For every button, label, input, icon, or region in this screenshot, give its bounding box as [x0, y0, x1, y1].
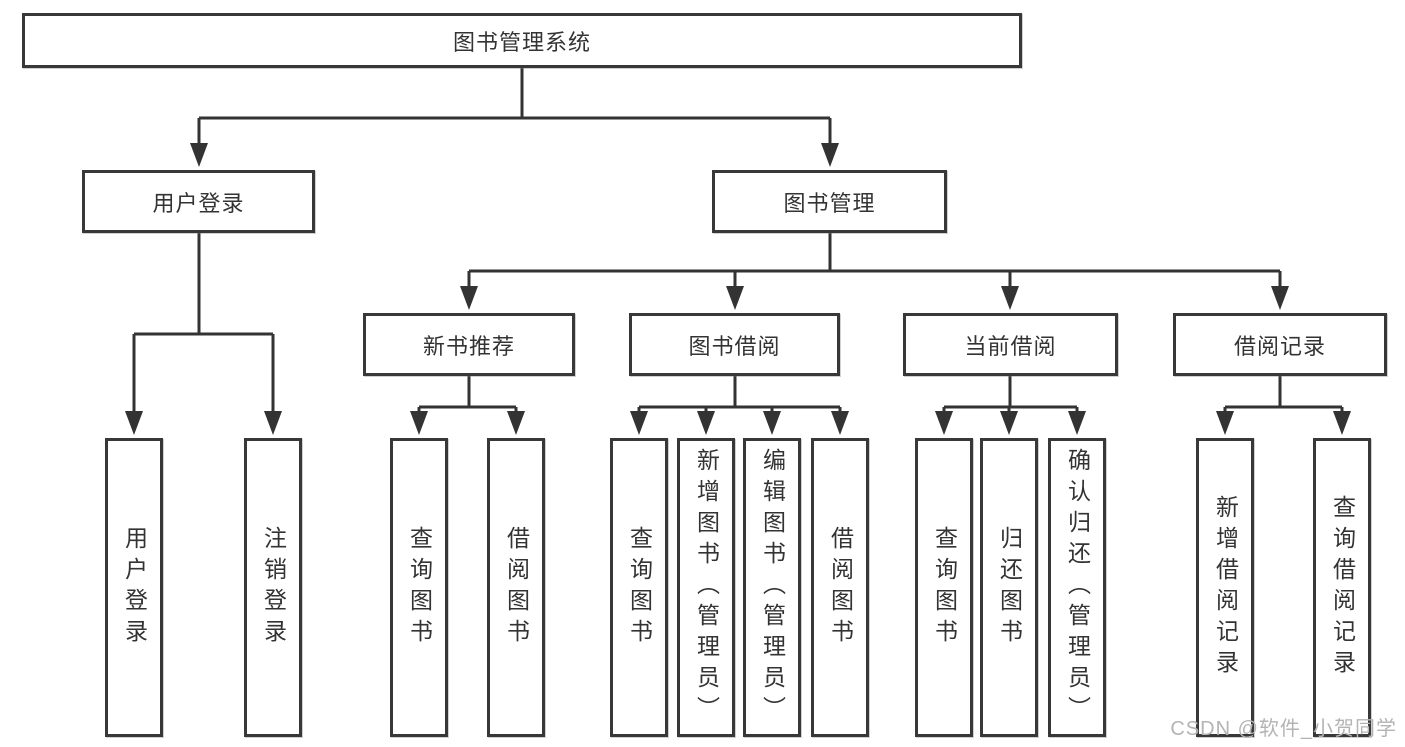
node-new-book-recommend: 新书推荐: [363, 313, 575, 376]
leaf-recommend-query-books-label: 查询图书: [406, 525, 433, 650]
leaf-recommend-borrow-books: 借阅图书: [487, 438, 545, 737]
leaf-recommend-borrow-books-label: 借阅图书: [503, 525, 530, 650]
leaf-logout: 注销登录: [244, 438, 302, 737]
leaf-return-books-label: 归还图书: [996, 525, 1023, 650]
leaf-current-query-books-label: 查询图书: [931, 525, 958, 650]
leaf-query-borrow-record-label: 查询借阅记录: [1329, 494, 1356, 681]
node-current-borrow: 当前借阅: [903, 313, 1118, 376]
leaf-user-login-label: 用户登录: [121, 525, 148, 650]
leaf-add-books-admin-label: 新增图书（管理员）: [693, 448, 720, 727]
leaf-add-borrow-record-label: 新增借阅记录: [1212, 494, 1239, 681]
connector-arrowheads: [125, 143, 1351, 435]
leaf-add-borrow-record: 新增借阅记录: [1196, 438, 1254, 737]
leaf-edit-books-admin: 编辑图书（管理员）: [743, 438, 801, 737]
connector-paths: [132, 68, 1344, 413]
leaf-borrow-query-books: 查询图书: [610, 438, 668, 737]
leaf-recommend-query-books: 查询图书: [390, 438, 448, 737]
leaf-add-books-admin: 新增图书（管理员）: [677, 438, 735, 737]
leaf-borrow-books-label: 借阅图书: [827, 525, 854, 650]
leaf-logout-label: 注销登录: [260, 525, 287, 650]
node-book-borrow: 图书借阅: [629, 313, 840, 376]
leaf-current-query-books: 查询图书: [915, 438, 973, 737]
leaf-query-borrow-record: 查询借阅记录: [1313, 438, 1371, 737]
leaf-user-login: 用户登录: [105, 438, 163, 737]
leaf-edit-books-admin-label: 编辑图书（管理员）: [759, 448, 786, 727]
leaf-borrow-books: 借阅图书: [811, 438, 869, 737]
leaf-borrow-query-books-label: 查询图书: [626, 525, 653, 650]
leaf-confirm-return-admin-label: 确认归还（管理员）: [1064, 448, 1091, 727]
node-borrow-records: 借阅记录: [1173, 313, 1387, 376]
node-book-management: 图书管理: [712, 170, 947, 233]
leaf-confirm-return-admin: 确认归还（管理员）: [1048, 438, 1106, 737]
node-user-login: 用户登录: [82, 170, 315, 233]
leaf-return-books: 归还图书: [980, 438, 1038, 737]
node-library-management-system: 图书管理系统: [22, 13, 1022, 68]
csdn-watermark: CSDN @软件_小贺同学: [1170, 718, 1397, 740]
